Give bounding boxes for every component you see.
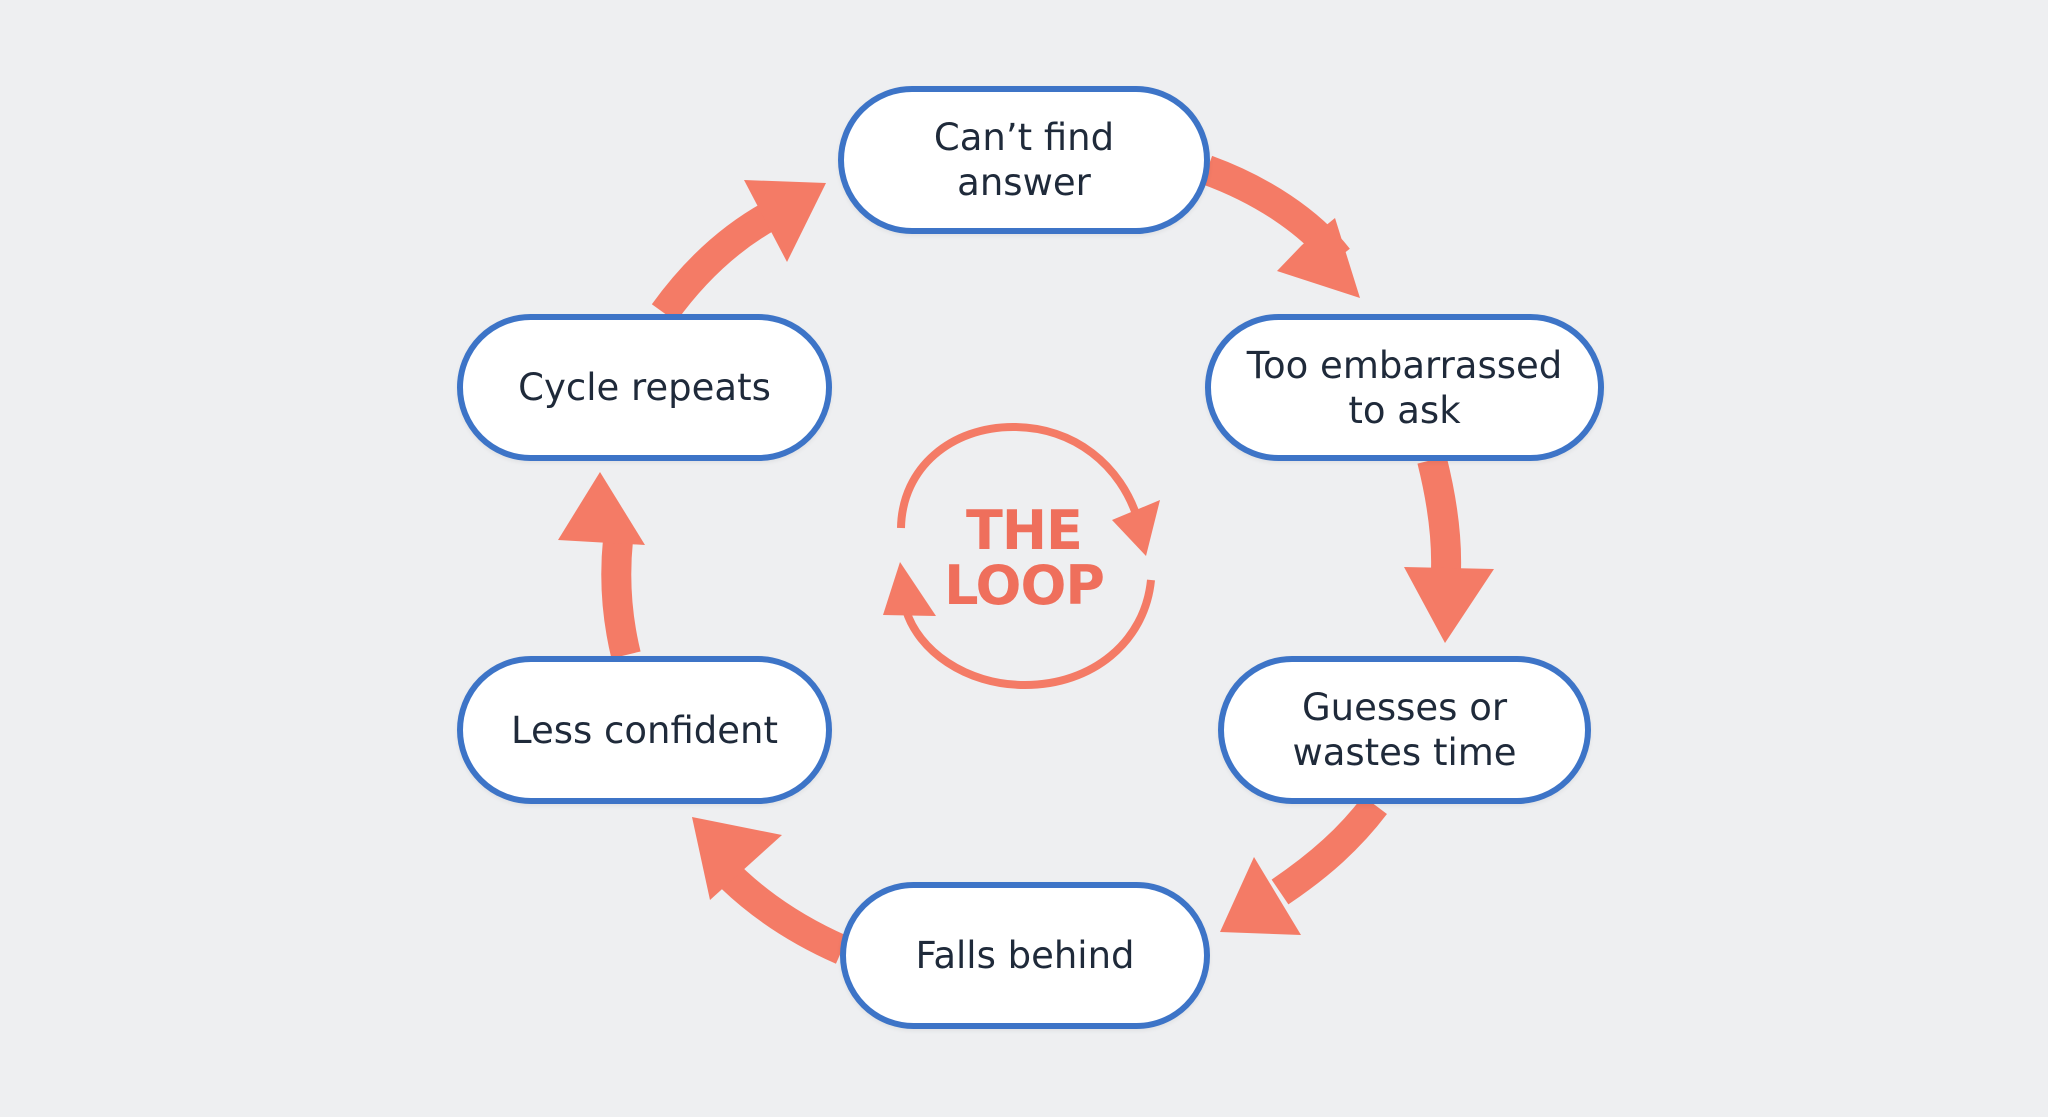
node-cycle-repeats: Cycle repeats [457, 314, 832, 461]
center-label-line-1: THE [966, 499, 1083, 562]
connector-arrow-3 [1220, 795, 1387, 935]
node-label: Cycle repeats [518, 366, 771, 409]
connector-arrow-4 [692, 817, 849, 964]
connector-arrow-6 [651, 180, 826, 322]
node-guesses-or-wastes-time: Guesses or wastes time [1218, 656, 1591, 804]
node-falls-behind: Falls behind [840, 882, 1210, 1029]
node-too-embarrassed: Too embarrassed to ask [1205, 314, 1604, 461]
node-label: Guesses or wastes time [1292, 686, 1517, 774]
connector-arrow-5 [558, 472, 645, 659]
connector-arrow-2 [1404, 456, 1494, 643]
connector-arrow-1 [1201, 155, 1360, 298]
node-label: Less confident [511, 708, 778, 752]
center-label-line-2: LOOP [944, 554, 1105, 617]
node-label: Can’t find answer [933, 116, 1115, 204]
node-less-confident: Less confident [457, 656, 832, 804]
node-cant-find-answer: Can’t find answer [838, 86, 1210, 234]
node-label: Falls behind [915, 934, 1135, 977]
circular-arrows-icon [883, 422, 1160, 690]
node-label: Too embarrassed to ask [1246, 343, 1563, 432]
